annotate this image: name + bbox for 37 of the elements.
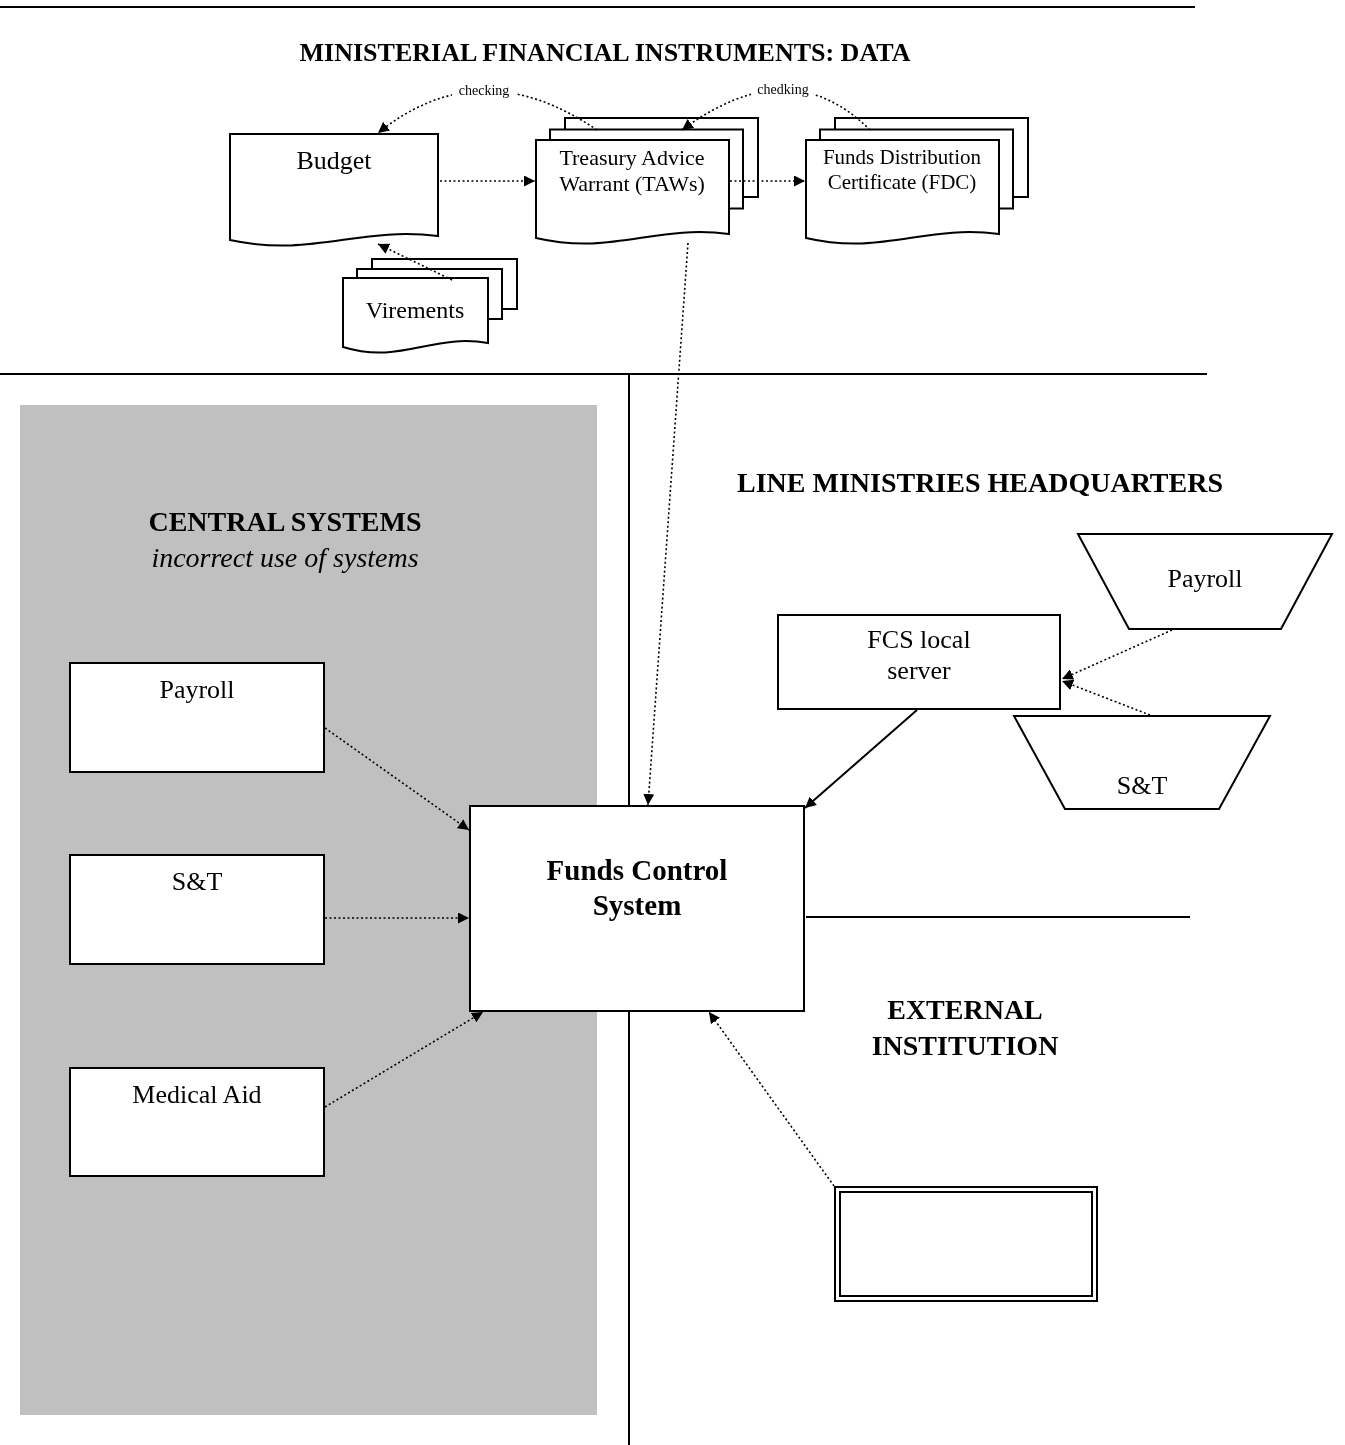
arrow <box>1061 629 1173 680</box>
diagram-title: MINISTERIAL FINANCIAL INSTRUMENTS: DATA <box>298 38 912 68</box>
arrow <box>324 1011 484 1108</box>
edge-label: chedking <box>751 82 815 98</box>
trapezoid-shape <box>1013 715 1271 810</box>
process-box <box>69 662 325 773</box>
node-label: Payroll <box>158 674 236 706</box>
arrow <box>708 1011 835 1187</box>
arrow <box>324 912 470 924</box>
node-label: Funds Control System <box>545 853 729 923</box>
arrow <box>804 709 918 809</box>
arrow <box>377 243 453 281</box>
node-label: Virements <box>364 296 466 325</box>
section-heading: LINE MINISTRIES HEADQUARTERS <box>736 466 1224 500</box>
arrow <box>324 727 470 831</box>
arrow <box>729 175 806 187</box>
process-box <box>69 854 325 965</box>
node-label: S&T <box>1115 770 1169 802</box>
trapezoid-shape <box>1077 533 1333 630</box>
node-label: S&T <box>170 866 224 898</box>
node-label: Budget <box>295 145 373 177</box>
arrow <box>439 175 536 187</box>
arrow <box>1061 679 1151 716</box>
section-heading: EXTERNAL INSTITUTION <box>870 993 1060 1064</box>
section-heading: CENTRAL SYSTEMS <box>147 505 423 539</box>
section-subheading: incorrect use of systems <box>150 541 420 575</box>
node-label: Medical Aid <box>131 1079 263 1111</box>
node-label: FCS local server <box>866 624 972 687</box>
double-border-box <box>834 1186 1098 1302</box>
process-box <box>777 614 1061 710</box>
arrow <box>643 242 689 806</box>
process-box <box>469 805 805 1012</box>
edge-label: checking <box>452 83 516 99</box>
node-label: Treasury Advice Warrant (TAWs) <box>558 145 706 198</box>
node-label: Funds Distribution Certificate (FDC) <box>821 145 983 196</box>
node-label: Payroll <box>1166 563 1244 595</box>
process-box <box>69 1067 325 1177</box>
